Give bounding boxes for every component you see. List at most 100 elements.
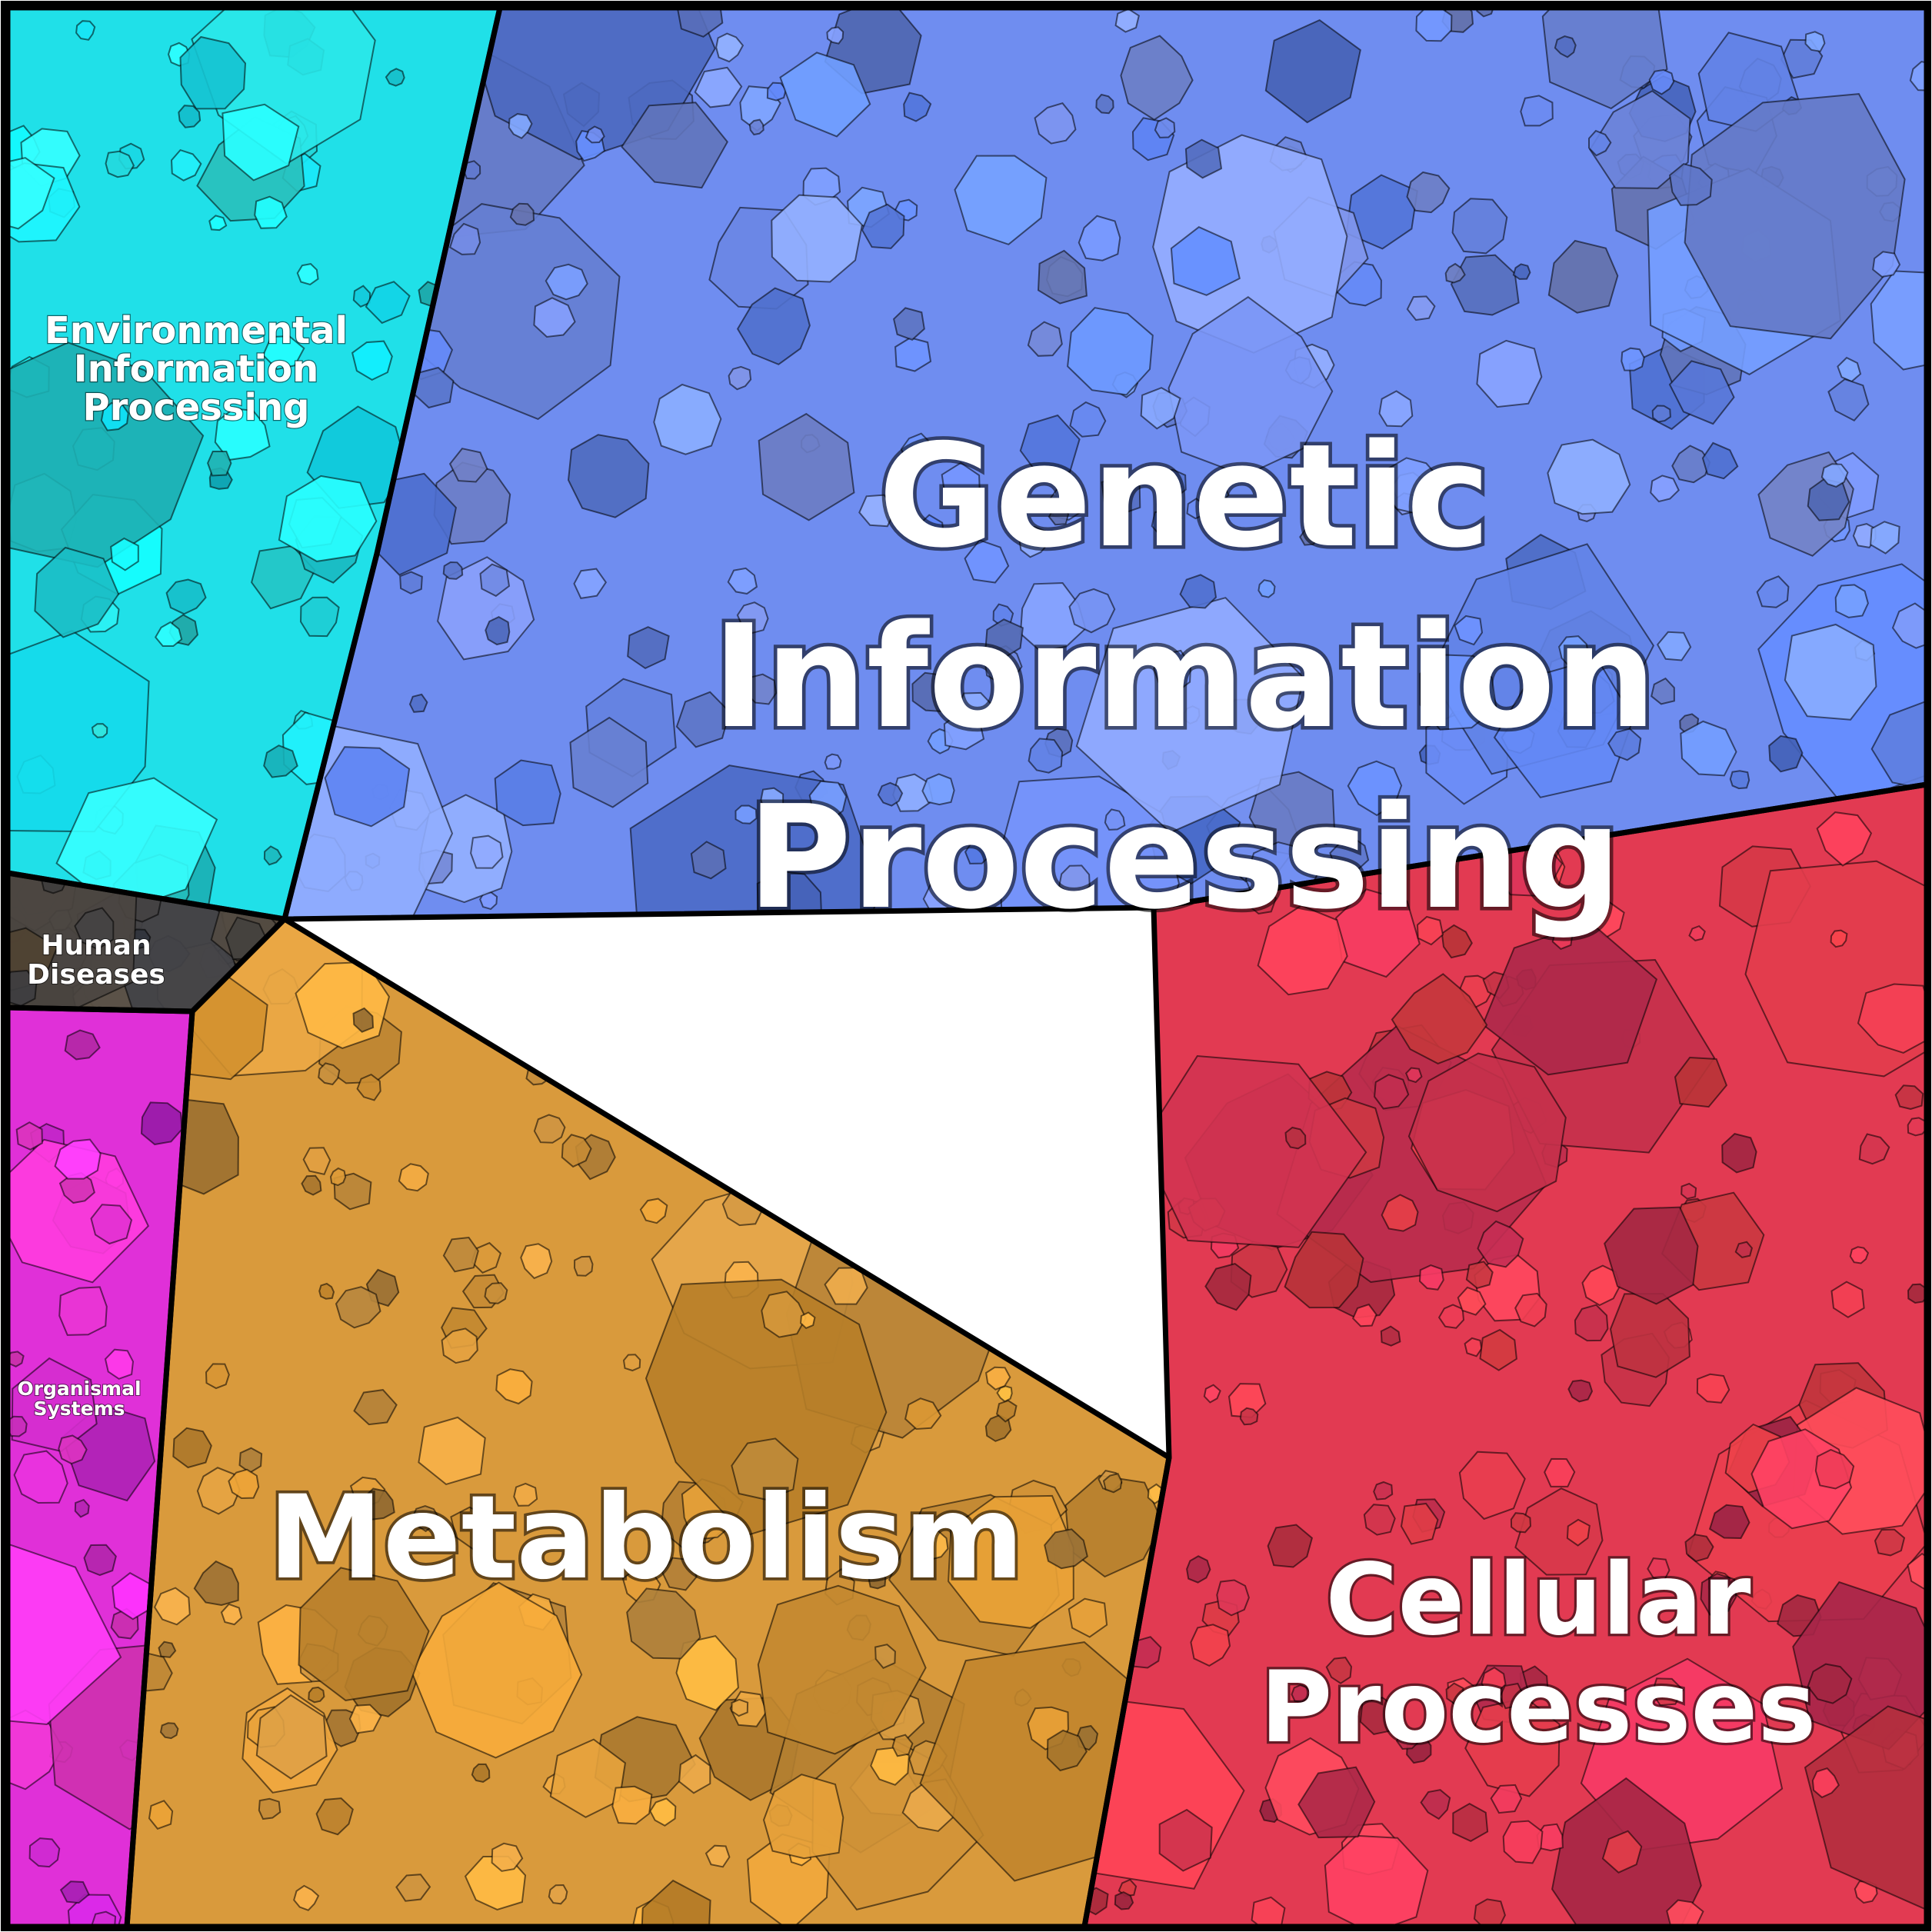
cell-genetic-information-processing bbox=[1264, 18, 1361, 124]
cell-cellular-processes bbox=[1874, 1528, 1906, 1557]
cell-cellular-processes bbox=[1830, 1281, 1865, 1318]
label-line-metabolism-0: Metabolism bbox=[268, 1471, 1024, 1605]
region-environmental-information-processing[interactable] bbox=[5, 5, 503, 922]
cell-genetic-information-processing bbox=[1820, 463, 1849, 488]
cell-genetic-information-processing bbox=[964, 840, 992, 864]
region-cellular-processes[interactable] bbox=[1081, 781, 1930, 1930]
cell-cellular-processes bbox=[1651, 1677, 1684, 1707]
cell-genetic-information-processing bbox=[1069, 401, 1107, 438]
cell-cellular-processes bbox=[1830, 929, 1848, 948]
cell-environmental-information-processing bbox=[170, 148, 202, 182]
cell-metabolism bbox=[298, 1567, 430, 1701]
cell-genetic-information-processing bbox=[771, 194, 863, 283]
cell-metabolism bbox=[757, 1584, 927, 1755]
label-metabolism: Metabolism bbox=[268, 1471, 1024, 1605]
cell-cellular-processes bbox=[1857, 983, 1927, 1054]
label-line-organismal-systems-0: Organismal bbox=[17, 1377, 141, 1400]
cell-genetic-information-processing bbox=[1068, 588, 1116, 634]
cell-cellular-processes bbox=[1465, 1261, 1494, 1290]
cell-genetic-information-processing bbox=[903, 92, 932, 122]
cell-genetic-information-processing bbox=[545, 263, 588, 301]
cell-genetic-information-processing bbox=[1554, 35, 1577, 58]
cell-genetic-information-processing bbox=[1656, 631, 1692, 661]
cell-genetic-information-processing bbox=[1668, 360, 1735, 425]
cell-organismal-systems bbox=[8, 1532, 122, 1726]
cell-cellular-processes bbox=[1464, 1697, 1561, 1797]
cell-genetic-information-processing bbox=[1729, 770, 1750, 790]
cell-cellular-processes bbox=[1204, 1263, 1252, 1311]
cell-cellular-processes bbox=[1811, 1767, 1840, 1799]
cell-organismal-systems bbox=[104, 1348, 135, 1380]
label-line-environmental-information-processing-0: Environmental bbox=[45, 309, 348, 352]
cell-genetic-information-processing bbox=[1784, 623, 1877, 721]
cell-genetic-information-processing bbox=[861, 203, 905, 249]
cell-genetic-information-processing bbox=[470, 834, 504, 869]
cell-genetic-information-processing bbox=[690, 841, 727, 880]
cell-organismal-systems bbox=[13, 1450, 68, 1504]
cell-genetic-information-processing bbox=[1607, 728, 1642, 761]
cell-environmental-information-processing bbox=[365, 281, 411, 325]
cell-organismal-systems bbox=[58, 1434, 88, 1465]
cell-genetic-information-processing bbox=[1058, 864, 1091, 895]
cell-genetic-information-processing bbox=[1028, 738, 1064, 774]
cell-genetic-information-processing bbox=[1419, 654, 1497, 731]
cell-genetic-information-processing bbox=[744, 673, 778, 705]
cell-cellular-processes bbox=[1445, 1682, 1464, 1705]
cell-cellular-processes bbox=[1457, 1286, 1487, 1316]
cell-metabolism bbox=[471, 1763, 491, 1783]
cell-metabolism bbox=[1102, 1472, 1123, 1494]
regions-layer bbox=[5, 5, 1930, 1930]
cell-metabolism bbox=[513, 1482, 538, 1507]
cell-genetic-information-processing bbox=[1170, 226, 1241, 296]
cell-metabolism bbox=[318, 1282, 335, 1300]
cell-genetic-information-processing bbox=[1406, 295, 1436, 321]
cell-cellular-processes bbox=[1681, 1182, 1697, 1200]
cell-genetic-information-processing bbox=[1589, 90, 1691, 189]
cell-genetic-information-processing bbox=[808, 780, 848, 823]
cell-genetic-information-processing bbox=[675, 691, 731, 748]
cell-organismal-systems bbox=[74, 1498, 90, 1518]
cell-cellular-processes bbox=[1814, 1448, 1855, 1490]
cell-cellular-processes bbox=[1544, 1457, 1576, 1487]
cell-metabolism bbox=[450, 1506, 491, 1551]
cell-cellular-processes bbox=[1395, 1728, 1420, 1750]
cell-genetic-information-processing bbox=[1104, 808, 1126, 831]
cell-metabolism bbox=[318, 1062, 341, 1086]
cell-metabolism bbox=[561, 1134, 592, 1168]
cell-genetic-information-processing bbox=[1827, 378, 1870, 422]
cell-genetic-information-processing bbox=[943, 711, 985, 751]
cell-metabolism bbox=[520, 1243, 553, 1280]
cell-cellular-processes bbox=[1335, 888, 1421, 978]
cell-metabolism bbox=[148, 1800, 174, 1830]
region-organismal-systems[interactable] bbox=[5, 1004, 195, 1930]
cell-genetic-information-processing bbox=[1078, 215, 1121, 261]
cell-organismal-systems bbox=[90, 1204, 133, 1245]
label-line-genetic-information-processing-0: Genetic bbox=[878, 413, 1491, 579]
cell-cellular-processes bbox=[1420, 1789, 1451, 1820]
cell-cellular-processes bbox=[1297, 1766, 1376, 1839]
cell-cellular-processes bbox=[1510, 1512, 1532, 1534]
cell-genetic-information-processing bbox=[941, 461, 981, 508]
cell-metabolism bbox=[159, 1722, 179, 1740]
cell-cellular-processes bbox=[1816, 811, 1873, 867]
cell-genetic-information-processing bbox=[1299, 528, 1320, 546]
cell-cellular-processes bbox=[1291, 1684, 1311, 1703]
cell-metabolism bbox=[441, 1327, 478, 1364]
cell-cellular-processes bbox=[1373, 1481, 1394, 1501]
cell-genetic-information-processing bbox=[1075, 597, 1304, 834]
cell-cellular-processes bbox=[1708, 1504, 1750, 1540]
cell-genetic-information-processing bbox=[442, 561, 464, 580]
cell-genetic-information-processing bbox=[921, 773, 955, 806]
cell-metabolism bbox=[410, 1581, 583, 1759]
cell-cellular-processes bbox=[1574, 1304, 1609, 1342]
cell-genetic-information-processing bbox=[1120, 35, 1194, 121]
cell-cellular-processes bbox=[1284, 1126, 1307, 1150]
cell-cellular-processes bbox=[1251, 1896, 1286, 1927]
cell-cellular-processes bbox=[1674, 1056, 1728, 1108]
cell-genetic-information-processing bbox=[629, 764, 881, 919]
cell-environmental-information-processing bbox=[100, 402, 129, 431]
cell-genetic-information-processing bbox=[779, 52, 871, 138]
